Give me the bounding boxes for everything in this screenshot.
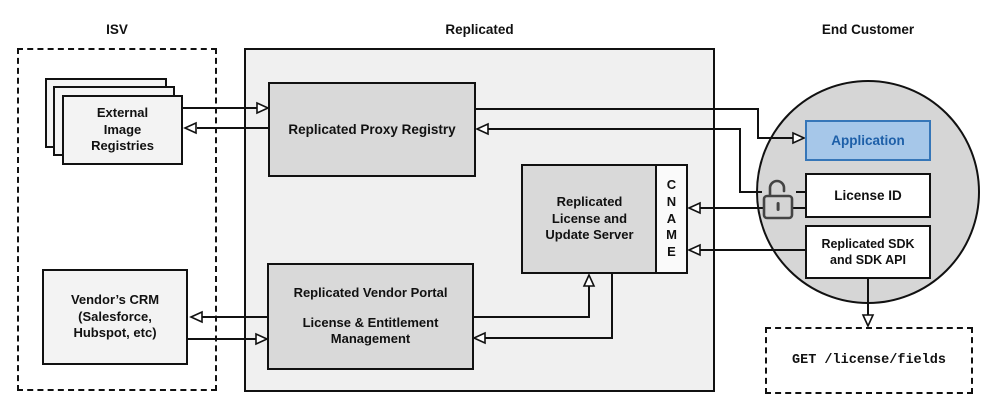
arrowhead-down bbox=[861, 314, 875, 328]
external-image-registries-box: External Image Registries bbox=[62, 95, 183, 165]
license-id-label: License ID bbox=[834, 187, 902, 203]
vendor-portal-box: Replicated Vendor Portal License & Entit… bbox=[267, 263, 474, 370]
arrowhead-right bbox=[256, 101, 270, 115]
vendor-crm-label: Vendor’s CRM (Salesforce, Hubspot, etc) bbox=[70, 291, 160, 341]
arrowhead-left bbox=[687, 243, 701, 257]
external-image-registries-label: External Image Registries bbox=[91, 104, 154, 154]
application-box: Application bbox=[805, 120, 931, 161]
replicated-sdk-label: Replicated SDK and SDK API bbox=[821, 236, 915, 267]
get-endpoint-box: GET /license/fields bbox=[765, 327, 973, 394]
license-update-server-box: Replicated License and Update Server bbox=[521, 164, 658, 274]
arrowhead-left bbox=[189, 310, 203, 324]
arrow-license-server-to-portal bbox=[485, 274, 613, 339]
arrow-proxy-to-application bbox=[475, 108, 793, 139]
application-label: Application bbox=[831, 132, 905, 148]
arrowhead-left bbox=[472, 331, 486, 345]
arrowhead-left bbox=[475, 122, 489, 136]
replicated-sdk-box: Replicated SDK and SDK API bbox=[805, 225, 931, 279]
arrowhead-left bbox=[183, 121, 197, 135]
proxy-registry-box: Replicated Proxy Registry bbox=[268, 82, 476, 177]
isv-section-title: ISV bbox=[106, 22, 128, 37]
proxy-registry-label: Replicated Proxy Registry bbox=[288, 121, 456, 137]
arrowhead-right bbox=[255, 332, 269, 346]
end-customer-section-title: End Customer bbox=[821, 22, 915, 37]
license-update-server-label: Replicated License and Update Server bbox=[545, 193, 634, 243]
license-id-box: License ID bbox=[805, 173, 931, 218]
replicated-section-title: Replicated bbox=[445, 22, 514, 37]
arrow-portal-to-license-server bbox=[473, 286, 590, 318]
arrowhead-right bbox=[792, 131, 806, 145]
get-endpoint-label: GET /license/fields bbox=[792, 353, 946, 368]
unlock-icon bbox=[762, 179, 794, 220]
cname-letter: A bbox=[666, 210, 677, 226]
cname-letter: C bbox=[666, 176, 677, 192]
arrow-license-id-to-proxy bbox=[488, 128, 805, 193]
arrowhead-left bbox=[687, 201, 701, 215]
cname-letter: E bbox=[667, 244, 676, 260]
cname-letter: M bbox=[666, 227, 677, 243]
vendor-portal-title: Replicated Vendor Portal bbox=[293, 284, 448, 300]
vendor-portal-subtitle: License & Entitlement Management bbox=[302, 314, 439, 347]
cname-strip: C N A M E bbox=[655, 164, 688, 274]
vendor-crm-box: Vendor’s CRM (Salesforce, Hubspot, etc) bbox=[42, 269, 188, 365]
cname-letter: N bbox=[666, 193, 677, 209]
arrowhead-up bbox=[582, 273, 596, 287]
